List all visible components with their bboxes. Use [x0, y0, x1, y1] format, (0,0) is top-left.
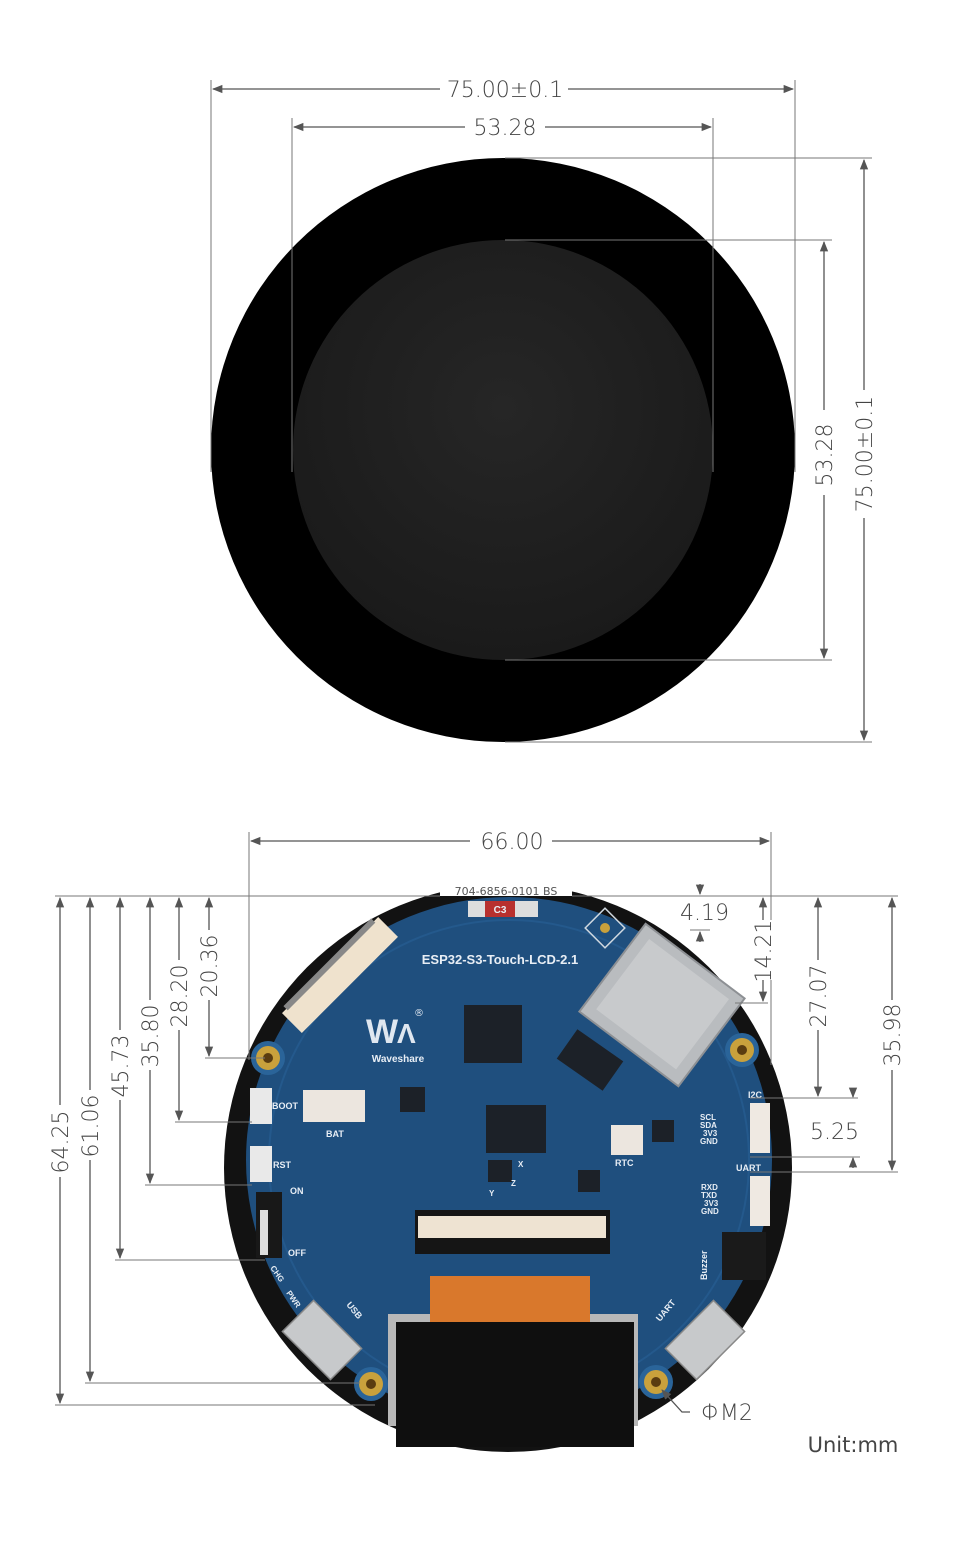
part-number: 704-6856-0101 BS — [455, 885, 558, 898]
svg-text:SCL: SCL — [700, 1113, 716, 1122]
label-uart: UART — [736, 1163, 761, 1173]
hole-leader-line — [661, 1389, 690, 1413]
extension-lines — [210, 80, 872, 743]
usb-c-port-usb — [281, 1299, 363, 1381]
usb-c-port-uart — [664, 1299, 746, 1381]
svg-text:X: X — [518, 1160, 524, 1169]
model-name: ESP32-S3-Touch-LCD-2.1 — [422, 952, 579, 967]
svg-text:GND: GND — [701, 1207, 719, 1216]
label-buzzer: Buzzer — [699, 1250, 709, 1280]
i2c-connector — [750, 1103, 770, 1153]
svg-text:Λ: Λ — [397, 1018, 416, 1049]
ic-small-3 — [578, 1170, 600, 1192]
dim-45-73: 45.73 — [109, 1035, 134, 1098]
label-rst: RST — [273, 1160, 292, 1170]
label-rtc: RTC — [615, 1158, 634, 1168]
part-number-bg — [440, 884, 572, 896]
dim-outer-width: 75.00±0.1 — [447, 78, 563, 103]
svg-text:TXD: TXD — [701, 1191, 717, 1200]
svg-text:Y: Y — [489, 1189, 495, 1198]
fpc-connector-top — [282, 917, 398, 1033]
silk-c3: C3 — [494, 905, 507, 916]
dim-board-width: 66.00 — [481, 830, 544, 855]
svg-text:GND: GND — [700, 1137, 718, 1146]
buzzer — [722, 1232, 766, 1280]
rtc-connector — [611, 1125, 643, 1155]
svg-text:®: ® — [414, 1008, 424, 1019]
dim-35-80: 35.80 — [139, 1005, 164, 1068]
dim-61-06: 61.06 — [79, 1095, 104, 1158]
ic-imu — [488, 1160, 512, 1182]
svg-text:3V3: 3V3 — [704, 1199, 719, 1208]
label-boot: BOOT — [272, 1101, 299, 1111]
svg-text:Z: Z — [511, 1179, 516, 1188]
waveshare-logo: W Λ ® Waveshare — [366, 1008, 425, 1065]
label-bat: BAT — [326, 1129, 344, 1139]
boot-button — [250, 1088, 272, 1124]
rst-button — [250, 1146, 272, 1182]
display-area — [293, 240, 713, 660]
ic-small-2 — [400, 1087, 425, 1112]
dim-27-07: 27.07 — [807, 965, 832, 1028]
mounting-holes — [251, 1033, 759, 1401]
imu-axis-marks: X Y Z — [489, 1160, 524, 1198]
dim-outer-height: 75.00±0.1 — [853, 396, 878, 512]
right-dimensions: 4.19 14.21 27.07 35.98 5.25 — [680, 884, 906, 1172]
i2c-pin-labels: SCL SDA 3V3 GND — [700, 1113, 718, 1146]
sd-card-slot — [577, 922, 747, 1088]
dim-64-25: 64.25 — [49, 1111, 74, 1174]
back-view: C3 704-6856-0101 BS ESP32-S3-Touch-LCD-2… — [48, 830, 906, 1457]
dim-14-21: 14.21 — [752, 920, 777, 983]
brand-name: Waveshare — [372, 1054, 425, 1065]
dim-28-20: 28.20 — [168, 965, 193, 1028]
svg-text:W: W — [366, 1013, 399, 1051]
label-i2c: I2C — [748, 1090, 763, 1100]
dim-5-25: 5.25 — [810, 1120, 859, 1145]
display-tape — [396, 1322, 634, 1447]
label-on: ON — [290, 1186, 304, 1196]
dim-hole-size: ΦM2 — [701, 1401, 753, 1426]
display-connector-latch — [418, 1216, 606, 1238]
ic-small-1 — [486, 1105, 546, 1153]
uart-connector — [750, 1176, 770, 1226]
esp32-chip — [464, 1005, 522, 1063]
svg-text:3V3: 3V3 — [703, 1129, 718, 1138]
uart-pin-labels: RXD TXD 3V3 GND — [701, 1183, 719, 1216]
front-view: 75.00±0.1 53.28 53.28 75.00±0.1 — [210, 78, 878, 743]
svg-text:SDA: SDA — [700, 1121, 717, 1130]
c3-red-part — [485, 901, 515, 917]
dim-20-36: 20.36 — [198, 935, 223, 998]
unit-label: Unit:mm — [808, 1433, 899, 1457]
label-off: OFF — [288, 1248, 306, 1258]
left-dimensions: 64.25 61.06 45.73 35.80 28.20 20.36 — [48, 896, 223, 1405]
dim-inner-width: 53.28 — [474, 116, 537, 141]
svg-text:RXD: RXD — [701, 1183, 718, 1192]
power-switch — [256, 1192, 282, 1258]
battery-connector — [303, 1090, 365, 1122]
dim-35-98: 35.98 — [881, 1004, 906, 1067]
dim-inner-height: 53.28 — [813, 424, 838, 487]
power-switch-lever — [260, 1210, 268, 1255]
ic-rtc — [652, 1120, 674, 1142]
flash-chip — [556, 1029, 624, 1091]
dim-4-19: 4.19 — [680, 901, 729, 926]
antenna-connector — [584, 907, 626, 949]
